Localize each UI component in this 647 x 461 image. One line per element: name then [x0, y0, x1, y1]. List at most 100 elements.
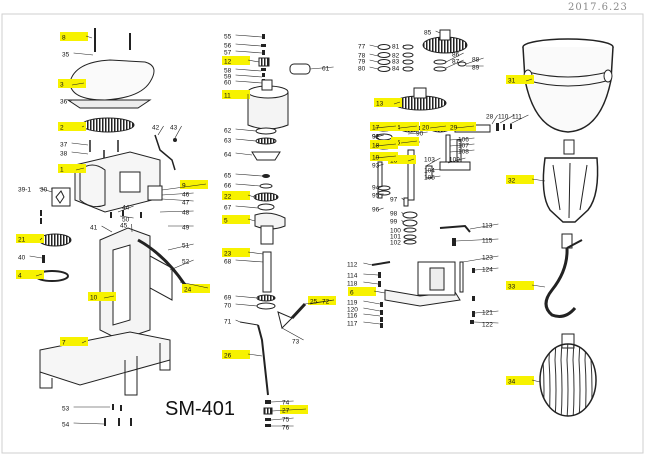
part-rod-26 — [258, 325, 268, 395]
part-number: 88 — [472, 57, 480, 64]
leader-line — [363, 314, 380, 316]
callout-part-84: 84 — [392, 66, 404, 73]
callout-part-77: 77 — [358, 44, 378, 51]
callout-part-7: 7 — [60, 337, 88, 347]
leader-line — [236, 75, 262, 77]
part-number: 36 — [60, 99, 68, 106]
part-number: 63 — [224, 138, 232, 145]
callout-part-68: 68 — [224, 259, 263, 266]
part-number: 95 — [372, 193, 380, 200]
part-number: 2 — [60, 125, 64, 132]
part-base-7 — [40, 332, 170, 385]
part-dough-hook-33 — [546, 248, 575, 316]
part-whisk-34 — [540, 344, 596, 416]
callout-part-27: 27 — [272, 405, 308, 415]
leader-line — [168, 244, 194, 250]
part-number: 102 — [390, 240, 401, 247]
leader-line — [236, 206, 258, 208]
callout-part-83: 83 — [392, 59, 404, 66]
leader-line — [370, 60, 378, 62]
part-number: 111 — [512, 114, 522, 121]
part-number: 29 — [450, 125, 458, 132]
part-number: 110 — [498, 114, 509, 121]
part-number: 22 — [224, 194, 232, 201]
callout-part-120: 120 — [347, 307, 380, 314]
callout-part-76: 76 — [271, 425, 294, 432]
callout-part-69: 69 — [224, 295, 257, 302]
part-number: 9 — [182, 183, 186, 190]
leader-line — [436, 31, 440, 33]
part-number: 24 — [184, 287, 192, 294]
callout-part-35: 35 — [62, 52, 93, 59]
part-number: 97 — [390, 197, 398, 204]
part-number: 4 — [18, 273, 22, 280]
part-number: 45 — [120, 223, 128, 230]
part-sleeve-61 — [290, 64, 310, 74]
callout-part-89: 89 — [466, 65, 484, 72]
part-number: 21 — [18, 237, 26, 244]
callout-part-96: 96 — [372, 207, 384, 214]
callout-part-47: 47 — [162, 199, 194, 207]
leader-line — [236, 81, 262, 83]
callout-part-23: 23 — [222, 248, 263, 258]
callout-part-48: 48 — [160, 210, 194, 217]
part-number: 54 — [62, 422, 70, 429]
callout-part-53: 53 — [62, 406, 110, 413]
callout-part-61: 61 — [310, 66, 334, 73]
part-number: 23 — [224, 251, 232, 258]
part-number: 99 — [390, 219, 398, 226]
part-number: 48 — [182, 210, 190, 217]
callout-part-52: 52 — [170, 259, 194, 271]
callout-part-73: 73 — [282, 328, 304, 346]
part-lever-25 — [292, 304, 305, 318]
leader-line — [402, 220, 403, 222]
part-number: 113 — [482, 223, 493, 230]
callout-part-21: 21 — [16, 234, 44, 244]
callout-part-66: 66 — [224, 183, 260, 190]
part-flat-beater-32 — [543, 158, 597, 222]
part-number: 27 — [282, 408, 290, 415]
callout-part-119: 119 — [347, 300, 380, 307]
part-number: 38 — [60, 151, 68, 158]
leader-line — [236, 260, 263, 262]
leader-line — [363, 274, 378, 275]
callout-part-26: 26 — [222, 350, 262, 360]
callout-part-123: 123 — [463, 255, 498, 263]
callout-part-56: 56 — [224, 43, 261, 50]
callout-part-6: 6 — [348, 287, 385, 297]
part-number: 112 — [347, 262, 358, 269]
callout-part-32: 32 — [506, 175, 545, 185]
part-number: 84 — [392, 66, 400, 73]
part-number: 90 — [416, 131, 424, 138]
callout-part-124: 124 — [475, 267, 498, 274]
leader-line — [248, 354, 262, 356]
part-number: 120 — [347, 307, 358, 314]
leader-line — [236, 51, 262, 53]
leader-line — [236, 139, 256, 141]
callout-part-11: 11 — [222, 90, 250, 100]
callout-part-37: 37 — [60, 142, 88, 149]
callout-part-71: 71 — [224, 319, 240, 326]
part-number: 118 — [347, 281, 358, 288]
leader-line — [236, 320, 240, 322]
callout-part-31: 31 — [506, 75, 534, 85]
part-number: 65 — [224, 173, 232, 180]
part-number: 94 — [372, 185, 380, 192]
part-number: 80 — [358, 66, 366, 73]
leader-line — [236, 35, 262, 37]
callout-part-46: 46 — [162, 192, 194, 199]
part-number: 12 — [224, 59, 232, 66]
callout-part-64: 64 — [224, 152, 252, 159]
handwritten-date: 2017.6.23 — [568, 2, 628, 13]
part-number: 66 — [224, 183, 232, 190]
leader-line — [402, 212, 403, 214]
leader-line — [370, 67, 378, 69]
callout-part-1: 1 — [58, 164, 86, 174]
part-69 — [257, 295, 275, 301]
callout-part-105: 105 — [424, 175, 440, 182]
leader-line — [236, 174, 262, 176]
callout-part-19: 19 — [370, 152, 398, 162]
part-beater-hub — [564, 140, 574, 154]
part-number: 105 — [424, 175, 435, 182]
